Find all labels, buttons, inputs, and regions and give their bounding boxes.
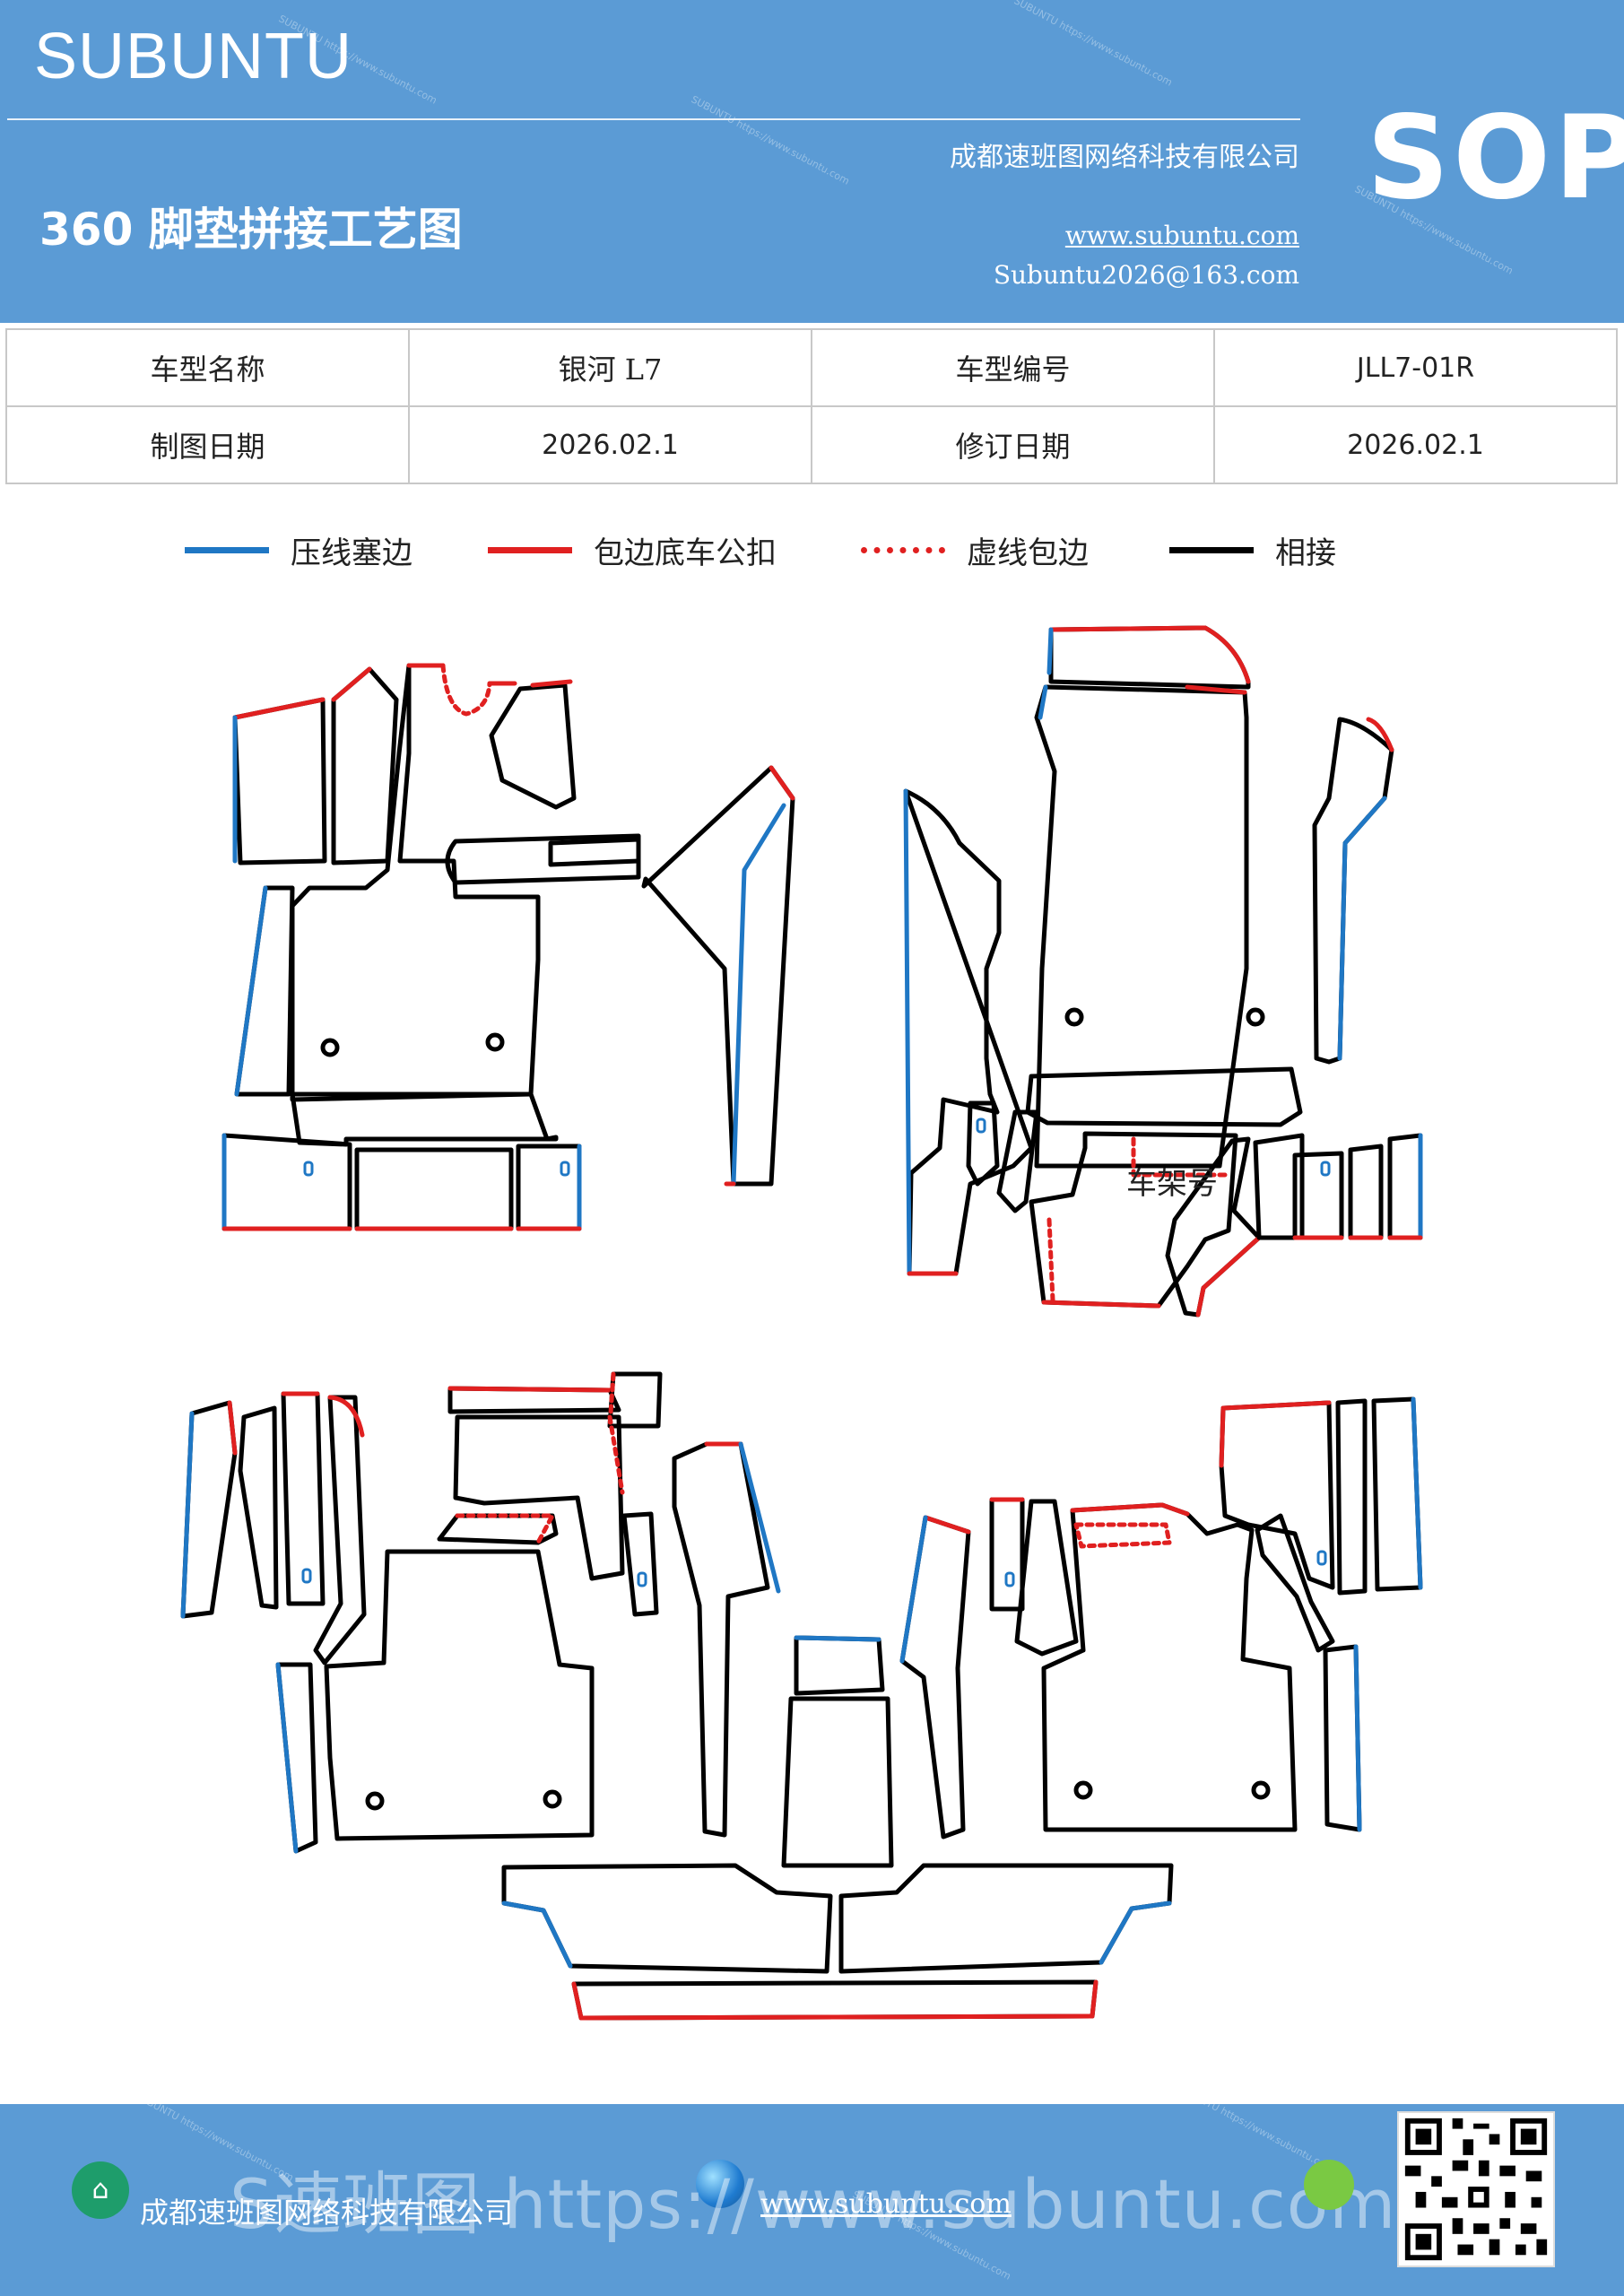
mat-center-console	[781, 1635, 894, 1868]
mat-piece	[354, 1147, 514, 1231]
mat-piece	[290, 1091, 559, 1147]
mat-group-bottom	[501, 1863, 1174, 2021]
mat-piece	[1387, 1133, 1423, 1240]
website-link[interactable]: www.subuntu.com	[1064, 221, 1299, 250]
vehicle-info-table: 车型名称 银河 L7 车型编号 JLL7-01R 制图日期 2026.02.1 …	[5, 328, 1618, 484]
mat-piece	[1312, 717, 1394, 1065]
mat-piece	[238, 1405, 279, 1610]
brand-logo-text: SUBUNTU	[34, 21, 353, 92]
watermark: SUBUNTU https://www.subuntu.com	[689, 93, 852, 187]
table-cell: 制图日期	[5, 405, 410, 484]
mat-piece	[437, 1513, 559, 1545]
mat-piece	[996, 1109, 1039, 1213]
table-cell: 车型名称	[5, 328, 410, 407]
mat-piece	[781, 1696, 894, 1868]
legend-item: 压线塞边	[185, 527, 413, 572]
mat-piece	[221, 1133, 352, 1231]
mat-piece	[989, 1497, 1025, 1612]
company-name: 成都速班图网络科技有限公司	[950, 142, 1299, 173]
legend-label: 相接	[1275, 535, 1336, 571]
mat-piece	[453, 1414, 625, 1581]
mat-main-rear-right	[1041, 1502, 1298, 1832]
footer-website-link[interactable]: www.subuntu.com	[760, 2188, 1012, 2220]
mat-piece	[621, 1511, 659, 1617]
legend-item: 相接	[1169, 527, 1336, 572]
contact-email[interactable]: Subuntu2026@163.com	[993, 260, 1299, 290]
mat-piece	[275, 1662, 318, 1854]
mat-piece	[838, 1863, 1174, 1974]
wechat-icon	[1304, 2160, 1354, 2210]
frame-number-label: 车架号	[1126, 1166, 1218, 1202]
table-cell: 修订日期	[811, 405, 1215, 484]
mat-group-lower-left	[180, 1371, 781, 1854]
legend-swatch-red	[488, 546, 572, 553]
mat-piece	[794, 1635, 885, 1696]
legend-item: 虚线包边	[861, 527, 1089, 572]
legend-label: 虚线包边	[967, 535, 1089, 571]
watermark: SUBUNTU https://www.subuntu.com	[1012, 0, 1175, 89]
mat-piece	[1025, 1066, 1303, 1127]
mat-piece	[501, 1863, 833, 1974]
mat-piece	[232, 697, 327, 865]
mat-group-upper-left	[221, 663, 795, 1231]
qr-code-icon[interactable]	[1397, 2111, 1555, 2267]
globe-icon	[696, 2160, 744, 2208]
legend-label: 压线塞边	[291, 535, 413, 571]
table-cell: JLL7-01R	[1213, 328, 1618, 407]
footer-company: 成都速班图网络科技有限公司	[140, 2196, 514, 2230]
mat-piece	[234, 885, 295, 1097]
mat-piece	[571, 1979, 1099, 2021]
mat-piece	[489, 683, 577, 810]
mat-piece	[1335, 1398, 1368, 1596]
building-icon: ⌂	[72, 2161, 129, 2219]
mat-rear-main	[1034, 684, 1249, 1169]
table-cell: 银河 L7	[408, 328, 812, 407]
line-legend: 压线塞边 包边底车公扣 虚线包边 相接	[0, 527, 1624, 572]
legend-label: 包边底车公扣	[594, 535, 777, 571]
mat-piece	[966, 1100, 1000, 1187]
mat-piece	[445, 833, 641, 885]
table-cell: 车型编号	[811, 328, 1215, 407]
legend-swatch-blue	[185, 546, 269, 553]
mat-piece	[313, 1395, 367, 1665]
mat-piece	[1219, 1400, 1335, 1590]
sop-badge: SOP	[1367, 91, 1624, 225]
footer-overlay-text: S速班图 https://www.subuntu.com	[230, 2164, 1397, 2244]
mat-piece	[1014, 1499, 1079, 1657]
document-title: 360 脚垫拼接工艺图	[39, 204, 463, 256]
header-banner: SUBUNTU https://www.subuntu.com SUBUNTU …	[0, 0, 1624, 323]
table-row: 车型名称 银河 L7 车型编号 JLL7-01R	[5, 328, 1618, 407]
header-divider	[7, 118, 1300, 120]
footer-banner: SUBUNTU https://www.subuntu.com SUBUNTU …	[0, 2104, 1624, 2296]
mat-main-rear	[324, 1549, 595, 1841]
table-cell: 2026.02.1	[1213, 405, 1618, 484]
mat-group-upper-right	[903, 625, 1423, 1318]
table-cell: 2026.02.1	[408, 405, 812, 484]
mat-piece	[899, 1515, 971, 1839]
floor-mat-diagram	[180, 625, 1423, 2021]
legend-swatch-red-dashed	[861, 546, 945, 553]
legend-item: 包边底车公扣	[488, 527, 777, 572]
legend-swatch-black	[1169, 546, 1254, 553]
mat-piece	[516, 1144, 582, 1231]
table-row: 制图日期 2026.02.1 修订日期 2026.02.1	[5, 405, 1618, 484]
mat-piece	[331, 666, 399, 865]
mat-left-strip	[903, 788, 1034, 1276]
mat-piece	[1348, 1144, 1384, 1240]
mat-group-lower-right	[899, 1396, 1423, 1839]
